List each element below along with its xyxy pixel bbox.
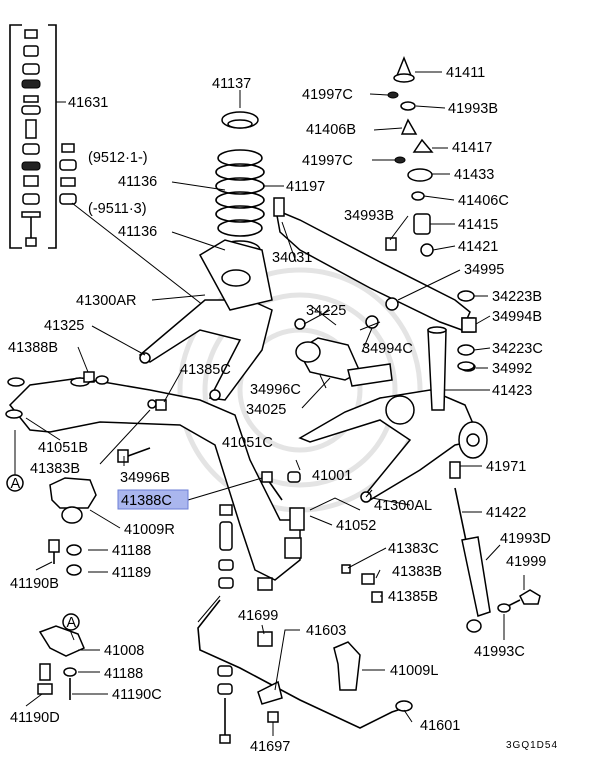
label-41137: 41137 xyxy=(212,76,251,92)
upper-arm-41300AR xyxy=(138,239,273,401)
label-41009L: 41009L xyxy=(390,663,438,679)
label-41325: 41325 xyxy=(44,318,84,334)
highlight-41388C xyxy=(117,489,189,510)
label-41008: 41008 xyxy=(104,643,144,659)
label-41190B: 41190B xyxy=(10,576,59,592)
label-41699: 41699 xyxy=(238,608,278,624)
left-side-parts xyxy=(37,361,541,700)
label-34225: 34225 xyxy=(306,303,346,319)
label-41385B: 41385B xyxy=(388,589,438,605)
upper-mount-stack xyxy=(385,55,434,257)
label-41406C: 41406C xyxy=(458,193,509,209)
label-41423: 41423 xyxy=(492,383,532,399)
diff-mount-34025 xyxy=(295,337,393,387)
label-41421: 41421 xyxy=(458,239,498,255)
label-41383B-left: 41383B xyxy=(30,461,80,477)
label-41188-lower: 41188 xyxy=(104,666,143,682)
label-34994C: 34994C xyxy=(362,341,413,357)
label-41993B: 41993B xyxy=(448,101,498,117)
label-41383B-right: 41383B xyxy=(392,564,442,580)
label-41009R: 41009R xyxy=(124,522,175,538)
label-41051B: 41051B xyxy=(38,440,88,456)
label-41631: 41631 xyxy=(68,95,108,111)
lower-arm-41300AL xyxy=(298,389,488,503)
label-41993C: 41993C xyxy=(474,644,525,660)
label-41406B: 41406B xyxy=(306,122,356,138)
label-41385C: 41385C xyxy=(180,362,231,378)
label-41415: 41415 xyxy=(458,217,498,233)
label-41052: 41052 xyxy=(336,518,376,534)
bracket-41009L xyxy=(333,641,361,691)
label-41603: 41603 xyxy=(306,623,346,639)
label-41136-upper: 41136 xyxy=(118,174,157,190)
label-41417: 41417 xyxy=(452,140,492,156)
label-41999: 41999 xyxy=(506,554,546,570)
label-41001: 41001 xyxy=(312,468,352,484)
label-41411: 41411 xyxy=(446,65,485,81)
label-41388C: 41388C xyxy=(121,493,172,509)
label-41300AR: 41300AR xyxy=(76,293,136,309)
label-41188-upper: 41188 xyxy=(112,543,151,559)
marker-A-2: A xyxy=(67,615,77,631)
label-41971: 41971 xyxy=(486,459,526,475)
label-41051C: 41051C xyxy=(222,435,273,451)
label-41136-lower: 41136 xyxy=(118,224,157,240)
label-41190C: 41190C xyxy=(112,687,162,703)
reference-markers: A A xyxy=(6,430,80,631)
label-41697: 41697 xyxy=(250,739,290,755)
marker-A-1: A xyxy=(11,476,21,492)
label-34992: 34992 xyxy=(492,361,532,377)
subframe-41001 xyxy=(5,377,305,591)
label-41997C-lower: 41997C xyxy=(302,153,353,169)
label-34995: 34995 xyxy=(464,262,504,278)
label-34031: 34031 xyxy=(272,250,312,266)
label-34223B: 34223B xyxy=(492,289,542,305)
label-41190D: 41190D xyxy=(10,710,60,726)
label-41433: 41433 xyxy=(454,167,494,183)
stabilizer-link-stack xyxy=(217,504,283,744)
label-41388B: 41388B xyxy=(8,340,58,356)
label-34993B: 34993B xyxy=(344,208,394,224)
label-34996C: 34996C xyxy=(250,382,301,398)
label-41383C: 41383C xyxy=(388,541,439,557)
label-9512-1: (9512·1-) xyxy=(88,150,148,166)
label-41997C-upper: 41997C xyxy=(302,87,353,103)
stabilizer-bar-41601 xyxy=(197,595,413,729)
label-41993D: 41993D xyxy=(500,531,551,547)
label-41189: 41189 xyxy=(112,565,151,581)
label-41300AL: 41300AL xyxy=(374,498,432,514)
shock-upper-41423 xyxy=(427,326,447,411)
part-labels: 41631 41137 (9512·1-) 41136 41197 (-9511… xyxy=(8,65,558,755)
label-41422: 41422 xyxy=(486,505,526,521)
fastener-stack-41631 xyxy=(9,24,66,249)
diagram-code: 3GQ1D54 xyxy=(506,740,558,751)
label-41197: 41197 xyxy=(286,179,325,195)
label-34996B: 34996B xyxy=(120,470,170,486)
shock-lower-41422 xyxy=(449,461,491,633)
label-34025: 34025 xyxy=(246,402,286,418)
label-34994B: 34994B xyxy=(492,309,542,325)
label-9511-3: (-9511·3) xyxy=(88,201,147,217)
label-34223C: 34223C xyxy=(492,341,543,357)
coil-spring-assembly xyxy=(215,111,265,260)
label-41601: 41601 xyxy=(420,718,460,734)
leader-lines xyxy=(25,71,525,736)
